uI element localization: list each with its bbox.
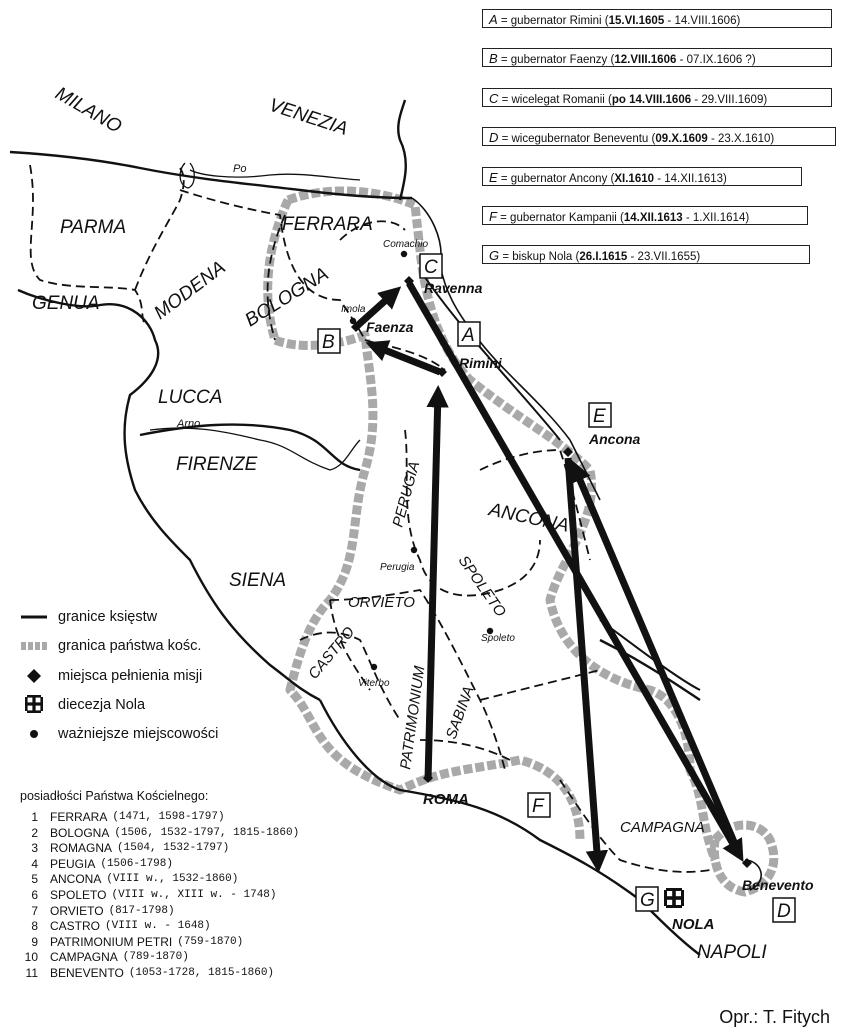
region-orvieto: ORVIETO (348, 594, 415, 611)
diamond-icon (404, 276, 414, 286)
letter-d: D (777, 901, 791, 922)
region-firenze: FIRENZE (176, 454, 258, 475)
place-rimini: Rimini (459, 355, 503, 371)
region-ferrara: FERRARA (282, 214, 373, 235)
letter-g: G (640, 890, 655, 911)
note-c: C = wicelegat Romanii (po 14.VIII.1606 -… (482, 88, 832, 107)
letter-b: B (322, 332, 335, 353)
note-d: D = wicegubernator Beneventu (09.X.1609 … (482, 127, 836, 146)
diamond-icon (351, 322, 361, 332)
mission-letter-boxes (317, 253, 796, 923)
place-nola: NOLA (672, 916, 715, 933)
city-comachio: Comachio (383, 239, 428, 250)
region-venezia: VENEZIA (266, 95, 350, 140)
city-viterbo: Viterbo (358, 678, 390, 689)
city-spoleto: Spoleto (481, 633, 515, 644)
cross-icon (25, 695, 43, 713)
place-roma: ROMA (423, 791, 469, 808)
legend-mission-place: miejsca pełnienia misji (58, 668, 203, 684)
region-genua: GENUA (32, 293, 100, 314)
dot-icon (400, 250, 408, 258)
region-bologna: BOLOGNA (242, 264, 333, 332)
legend-important-town: ważniejsze miejscowości (58, 726, 219, 742)
region-perugia: PERUGIA (389, 459, 423, 529)
legend-duchy-border: granice księstw (58, 609, 158, 625)
legend-symbols (21, 615, 47, 738)
region-ancona: ANCONA (486, 499, 571, 537)
region-patrimonium: PATRIMONIUM (397, 664, 428, 770)
internal-borders-dashed (29, 164, 711, 873)
arrow-roma-rimini (424, 385, 449, 781)
arrow-faenza-ravenna (354, 286, 402, 329)
note-f: F = gubernator Kampanii (14.XII.1613 - 1… (482, 206, 808, 225)
letter-a: A (461, 325, 475, 346)
note-b: B = gubernator Faenzy (12.VIII.1606 - 07… (482, 48, 832, 67)
cross-icon (664, 888, 684, 908)
dot-icon (349, 317, 357, 325)
river-arno-label: Arno (176, 418, 200, 430)
arrow-ancona-campagna (564, 457, 609, 873)
region-sabina: SABINA (443, 684, 478, 742)
diamond-icon (437, 367, 447, 377)
letter-f: F (532, 796, 545, 817)
city-perugia: Perugia (380, 562, 415, 573)
dot-icon (486, 627, 494, 635)
diamond-icon (27, 669, 41, 683)
arrow-rimini-faenza (365, 340, 442, 376)
region-modena: MODENA (150, 257, 229, 324)
region-milano: MILANO (52, 83, 126, 138)
mission-places (351, 276, 752, 868)
rivers (149, 162, 361, 471)
city-imola: Imola (341, 304, 366, 315)
diamond-icon (423, 773, 433, 783)
possessions-title: posiadłości Państwa Kościelnego: (20, 789, 209, 803)
towns (349, 250, 494, 671)
place-ancona: Ancona (588, 431, 641, 447)
diamond-icon (742, 858, 752, 868)
author-credit: Opr.: T. Fitych (719, 1007, 830, 1027)
place-faenza: Faenza (366, 319, 414, 335)
letter-c: C (424, 257, 438, 278)
place-ravenna: Ravenna (424, 280, 483, 296)
region-spoleto: SPOLETO (455, 553, 510, 621)
legend-nola-diocese: diecezja Nola (58, 697, 146, 713)
mission-arrows (354, 281, 744, 873)
region-siena: SIENA (229, 570, 286, 591)
legend-church-border: granica państwa kośc. (58, 638, 202, 654)
region-lucca: LUCCA (158, 387, 222, 408)
region-napoli: NAPOLI (697, 942, 767, 963)
note-a: A = gubernator Rimini (15.VI.1605 - 14.V… (482, 9, 832, 28)
region-campagna: CAMPAGNA (620, 819, 705, 836)
river-po-label: Po (233, 163, 246, 175)
place-benevento: Benevento (742, 877, 814, 893)
dot-icon (410, 546, 418, 554)
letter-e: E (593, 406, 606, 427)
diamond-icon (563, 447, 573, 457)
note-g: G = biskup Nola (26.I.1615 - 23.VII.1655… (482, 245, 810, 264)
region-parma: PARMA (60, 217, 126, 238)
dot-icon (30, 730, 38, 738)
note-e: E = gubernator Ancony (XI.1610 - 14.XII.… (482, 167, 802, 186)
dot-icon (370, 663, 378, 671)
